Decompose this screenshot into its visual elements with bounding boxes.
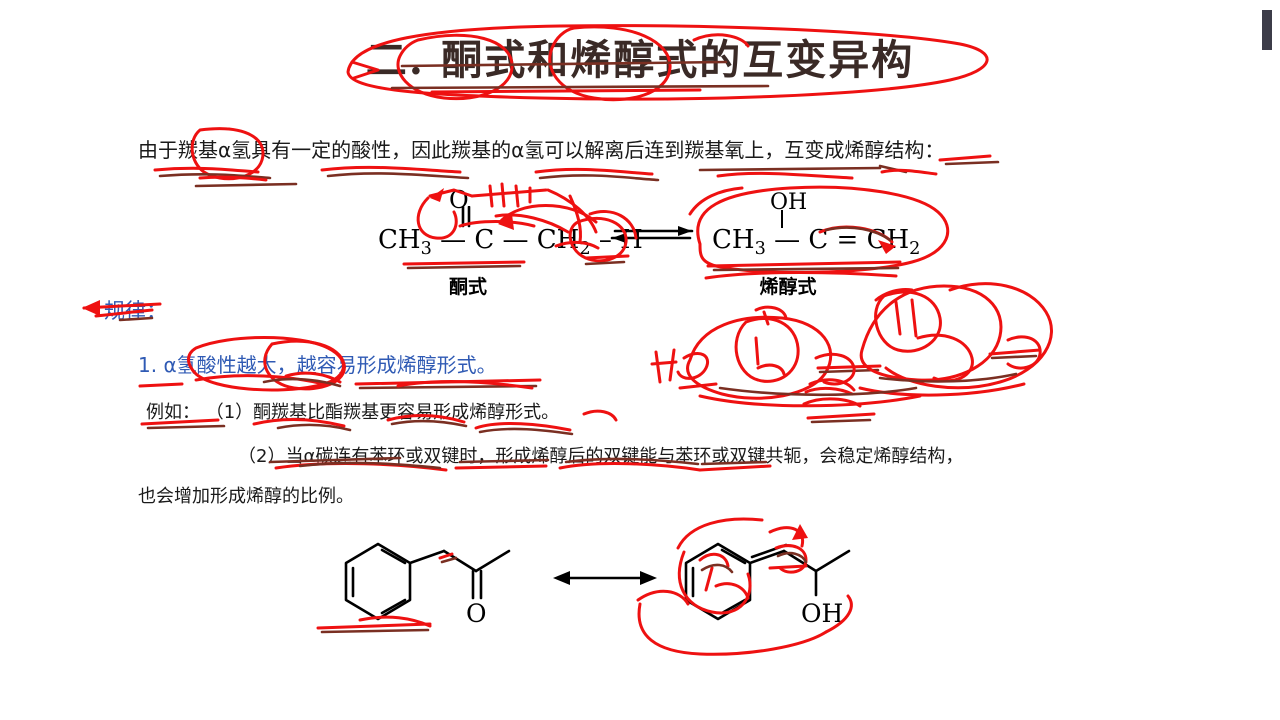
scrollbar-thumb[interactable] — [1262, 10, 1272, 50]
example-item-2-line1: （2）当α碳连有苯环或双键时，形成烯醇后的双键能与苯环或双键共轭，会稳定烯醇结构… — [238, 446, 964, 467]
bottom-left-oxygen: O — [466, 599, 487, 628]
page-title: 二. 酮式和烯醇式的互变异构 — [365, 36, 915, 84]
rule-item-1: 1. α氢酸性越大，越容易形成烯醇形式。 — [138, 353, 497, 377]
example-item-2-line2: 也会增加形成烯醇的比例。 — [138, 486, 354, 507]
enol-hydroxyl: OH — [770, 190, 808, 215]
bottom-right-hydroxyl: OH — [801, 599, 843, 628]
example-item-1: 例如： （1）酮羰基比酯羰基更容易形成烯醇形式。 — [146, 402, 560, 423]
ink-bottom-structure-marks — [316, 517, 853, 656]
body-paragraph: 由于羰基α氢具有一定的酸性，因此羰基的α氢可以解离后连到羰基氧上，互变成烯醇结构… — [138, 138, 945, 162]
keto-formula: CH3 — C — CH2 – H — [378, 225, 643, 260]
double-headed-arrow-bottom — [553, 571, 657, 585]
enol-label: 烯醇式 — [759, 276, 817, 298]
rules-heading: 规律： — [104, 299, 167, 323]
phenylacetone-keto-structure: O — [344, 542, 511, 628]
ink-scribble-cluster — [686, 282, 1053, 424]
keto-label: 酮式 — [448, 276, 487, 298]
phenylacetone-enol-structure: OH — [684, 542, 851, 628]
enol-formula: CH3 — C = CH2 — [712, 225, 921, 260]
